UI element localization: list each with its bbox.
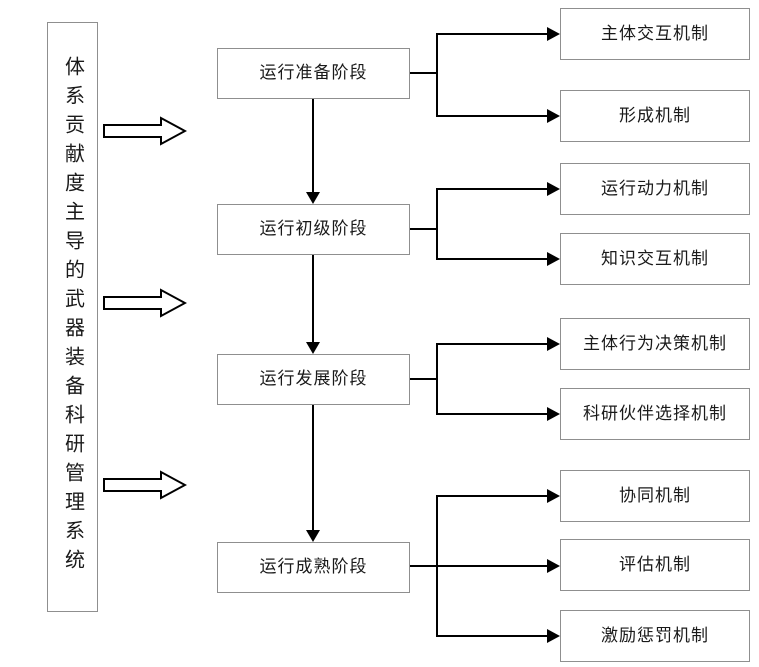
right-arrow-icon xyxy=(547,109,560,123)
connector-line xyxy=(436,343,548,345)
right-arrow-icon xyxy=(547,559,560,573)
stage-label: 运行初级阶段 xyxy=(259,219,368,239)
connector-line xyxy=(410,378,437,380)
mechanism-label: 运行动力机制 xyxy=(601,178,709,198)
down-arrow-icon xyxy=(306,530,320,542)
right-arrow-icon xyxy=(547,337,560,351)
mechanism-label: 主体交互机制 xyxy=(601,23,709,43)
connector-line xyxy=(436,188,548,190)
right-arrow-icon xyxy=(547,252,560,266)
connector-line xyxy=(312,255,314,342)
mechanism-box: 激励惩罚机制 xyxy=(560,610,750,662)
stage-box-development: 运行发展阶段 xyxy=(217,354,410,405)
mechanism-box: 主体行为决策机制 xyxy=(560,318,750,370)
mechanism-label: 知识交互机制 xyxy=(601,248,709,268)
block-arrow-icon xyxy=(103,470,187,500)
mechanism-label: 科研伙伴选择机制 xyxy=(583,403,727,423)
mechanism-box: 科研伙伴选择机制 xyxy=(560,388,750,440)
right-arrow-icon xyxy=(547,407,560,421)
connector-line xyxy=(436,343,438,415)
right-arrow-icon xyxy=(547,182,560,196)
connector-line xyxy=(436,495,548,497)
connector-line xyxy=(410,228,437,230)
system-box: 体系贡献度主导的武器装备科研管理系统 xyxy=(47,22,98,612)
connector-line xyxy=(436,188,438,260)
mechanism-label: 协同机制 xyxy=(619,485,691,505)
mechanism-box: 评估机制 xyxy=(560,539,750,591)
mechanism-label: 形成机制 xyxy=(619,105,691,125)
connector-line xyxy=(436,635,548,637)
block-arrow-icon xyxy=(103,288,187,318)
block-arrow-icon xyxy=(103,116,187,146)
down-arrow-icon xyxy=(306,342,320,354)
mechanism-box: 知识交互机制 xyxy=(560,233,750,285)
stage-box-preparation: 运行准备阶段 xyxy=(217,48,410,99)
stage-label: 运行成熟阶段 xyxy=(259,557,368,577)
down-arrow-icon xyxy=(306,192,320,204)
connector-line xyxy=(436,33,548,35)
right-arrow-icon xyxy=(547,489,560,503)
connector-line xyxy=(312,99,314,192)
connector-line xyxy=(436,115,548,117)
stage-label: 运行准备阶段 xyxy=(259,63,368,83)
mechanism-label: 激励惩罚机制 xyxy=(601,625,709,645)
mechanism-box: 主体交互机制 xyxy=(560,8,750,60)
mechanism-box: 形成机制 xyxy=(560,90,750,142)
connector-line xyxy=(312,405,314,530)
connector-line xyxy=(436,413,548,415)
connector-line xyxy=(436,33,438,117)
connector-line xyxy=(410,565,548,567)
mechanism-label: 评估机制 xyxy=(619,554,691,574)
stage-box-initial: 运行初级阶段 xyxy=(217,204,410,255)
system-box-label: 体系贡献度主导的武器装备科研管理系统 xyxy=(61,56,84,578)
mechanism-box: 协同机制 xyxy=(560,470,750,522)
mechanism-box: 运行动力机制 xyxy=(560,163,750,215)
stage-box-maturity: 运行成熟阶段 xyxy=(217,542,410,593)
mechanism-label: 主体行为决策机制 xyxy=(583,333,727,353)
right-arrow-icon xyxy=(547,629,560,643)
stage-label: 运行发展阶段 xyxy=(259,369,368,389)
connector-line xyxy=(410,72,437,74)
right-arrow-icon xyxy=(547,27,560,41)
connector-line xyxy=(436,258,548,260)
